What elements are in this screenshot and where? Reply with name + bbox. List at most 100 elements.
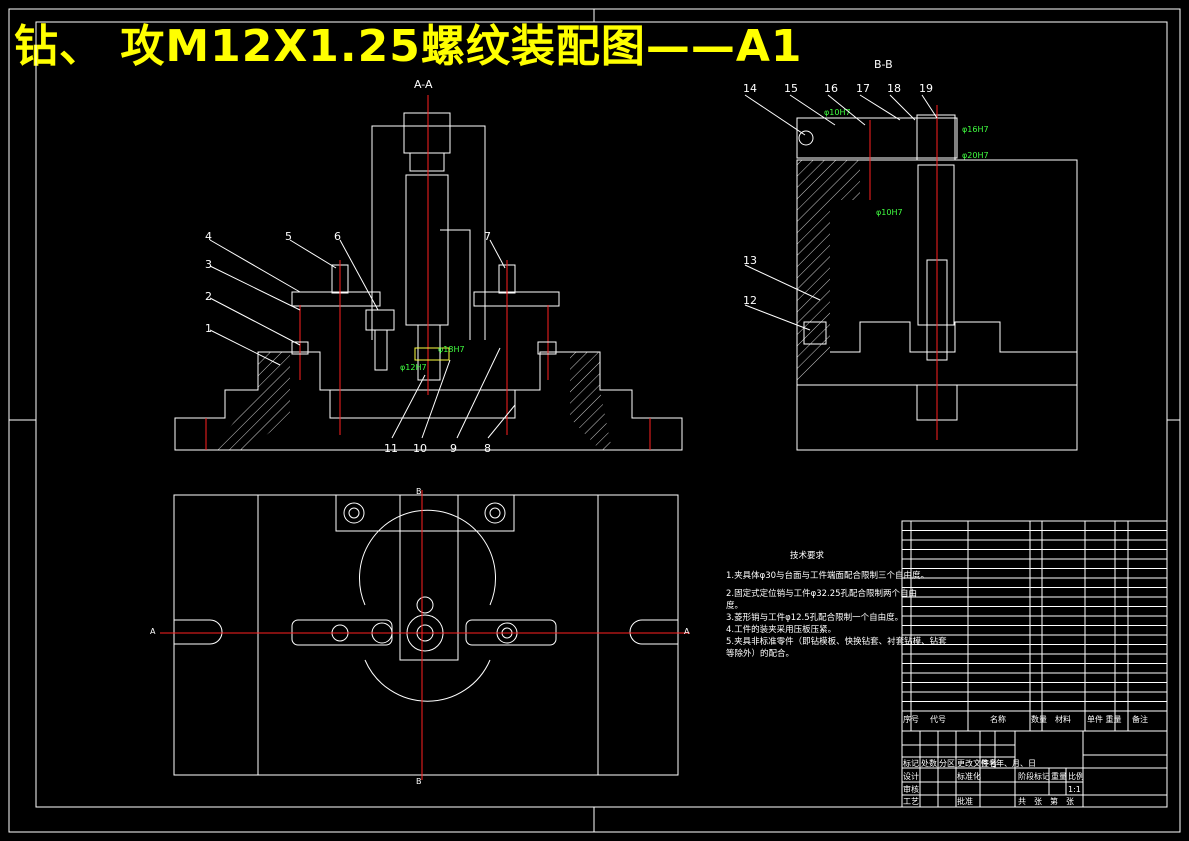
top-view: B B A A xyxy=(150,487,690,786)
part-balloon-2: 2 xyxy=(205,290,212,303)
hatch-right xyxy=(570,352,612,450)
leader-line xyxy=(339,239,379,311)
tb-label: 共 xyxy=(1018,797,1026,806)
part-balloon-15: 15 xyxy=(784,82,798,95)
tb-label: 重量 xyxy=(1051,771,1067,781)
right-nut xyxy=(537,341,557,355)
note-line: 度。 xyxy=(726,600,743,611)
section-label-bb: B-B xyxy=(874,58,893,71)
column-top xyxy=(399,494,459,661)
base-profile-side xyxy=(797,321,1078,386)
part-balloon-1: 1 xyxy=(205,322,212,335)
tb-label: 标准化 xyxy=(957,771,981,781)
leader-line xyxy=(889,94,916,121)
part-balloon-5: 5 xyxy=(285,230,292,243)
tb-label: 第 xyxy=(1050,796,1058,806)
screw-12 xyxy=(803,321,827,345)
base-circle-bottom xyxy=(364,659,491,702)
spindle-housing xyxy=(405,174,449,326)
pin-top xyxy=(416,596,434,614)
top-outline xyxy=(173,494,679,776)
leader-line xyxy=(744,264,821,301)
bom-header-remark: 备注 xyxy=(1132,714,1148,724)
bom-header-material: 材料 xyxy=(1055,714,1071,724)
leader-line xyxy=(921,94,938,119)
pin-shank xyxy=(374,329,388,371)
titleblock-frame xyxy=(901,730,1168,808)
screw-top-right xyxy=(484,502,506,524)
tb-label: 批准 xyxy=(957,796,973,806)
part-balloon-17: 17 xyxy=(856,82,870,95)
left-nut xyxy=(291,341,309,355)
part-balloon-10: 10 xyxy=(413,442,427,455)
tb-label: 阶段标记 xyxy=(1018,771,1050,781)
bom-header-name: 名称 xyxy=(990,714,1006,724)
notes-heading: 技术要求 xyxy=(790,550,825,561)
right-clamp-plate xyxy=(473,291,560,307)
leader-line xyxy=(744,94,806,136)
note-line: 1.夹具体φ30与台面与工件端面配合限制三个自由度。 xyxy=(726,570,929,581)
note-line: 4.工件的装夹采用压板压紧。 xyxy=(726,624,836,635)
tb-label: 分区 xyxy=(939,759,955,768)
part-balloon-11: 11 xyxy=(384,442,398,455)
title-block: 标记 处数 分区 更改文件号 签名 年、月、日 设计 标准化 审核 工艺 批准 … xyxy=(901,730,1168,808)
leader-line xyxy=(209,239,301,293)
tb-label: 年、月、日 xyxy=(996,758,1036,768)
part-balloon-7: 7 xyxy=(484,230,491,243)
drawing-title: 钻、 攻M12X1.25螺纹装配图——A1 xyxy=(14,21,803,72)
column-step xyxy=(440,229,471,340)
note-line: 2.固定式定位销与工件φ32.25孔配合限制两个自由 xyxy=(726,588,917,599)
part-balloon-16: 16 xyxy=(824,82,838,95)
cut-mark-a-left: A xyxy=(150,627,156,636)
technical-notes: 技术要求 1.夹具体φ30与台面与工件端面配合限制三个自由度。 2.固定式定位销… xyxy=(726,550,947,659)
tb-label: 处数 xyxy=(921,758,937,768)
section-view-bb: B-B φ10H7 φ16H7 φ20H7 φ10H7 14 15 16 17 … xyxy=(743,58,1078,451)
tb-label: 标记 xyxy=(903,758,919,768)
slot-right xyxy=(629,619,678,645)
screw-top-right-inner xyxy=(489,507,501,519)
dim-label: φ20H7 xyxy=(962,151,989,160)
upper-nut xyxy=(403,112,451,154)
dim-label: φ12H7 xyxy=(400,363,427,372)
base-circle-top xyxy=(359,509,496,606)
spindle-nut-side xyxy=(916,114,956,161)
part-balloon-3: 3 xyxy=(205,258,212,271)
part-balloon-8: 8 xyxy=(484,442,491,455)
dim-label: φ16H7 xyxy=(962,125,989,134)
leader-line xyxy=(209,265,301,311)
inner-frame xyxy=(35,21,1168,808)
note-line: 5.夹具非标准零件（即钻模板、快换钻套、衬套钻模、钻套 xyxy=(726,636,947,647)
left-clamp-plate xyxy=(291,291,381,307)
tb-label: 更改文件号 xyxy=(957,758,997,768)
dim-label: φ10H7 xyxy=(824,108,851,117)
leader-line xyxy=(744,304,811,331)
leader-line xyxy=(421,359,451,439)
hatch-side xyxy=(797,160,860,385)
hatch-center xyxy=(329,389,516,419)
screw-top-left-inner xyxy=(348,507,360,519)
leader-line xyxy=(859,94,901,121)
tb-label: 比例 xyxy=(1068,771,1084,781)
tb-label: 张 xyxy=(1066,797,1074,806)
part-balloon-6: 6 xyxy=(334,230,341,243)
part-balloon-13: 13 xyxy=(743,254,757,267)
cut-mark-b-bottom: B xyxy=(416,777,422,786)
part-balloon-18: 18 xyxy=(887,82,901,95)
locating-pin xyxy=(365,309,395,331)
hatch-left xyxy=(213,352,290,450)
part-balloon-12: 12 xyxy=(743,294,757,307)
part-balloon-19: 19 xyxy=(919,82,933,95)
fixture-body xyxy=(174,351,683,451)
bom-header-no: 序号 xyxy=(903,714,919,724)
leader-line xyxy=(391,374,426,439)
leader-line xyxy=(789,94,836,126)
bill-of-materials: 序号 代号 名称 数量 材料 单件 重量 备注 xyxy=(901,520,1168,732)
tb-label: 工艺 xyxy=(903,797,919,806)
slot-left xyxy=(174,619,223,645)
leader-line xyxy=(487,404,516,439)
leader-line xyxy=(827,94,866,126)
note-line: 3.菱形销与工件φ12.5孔配合限制一个自由度。 xyxy=(726,612,903,623)
drill-plate-top xyxy=(335,494,515,532)
dim-label: φ18H7 xyxy=(438,345,465,354)
